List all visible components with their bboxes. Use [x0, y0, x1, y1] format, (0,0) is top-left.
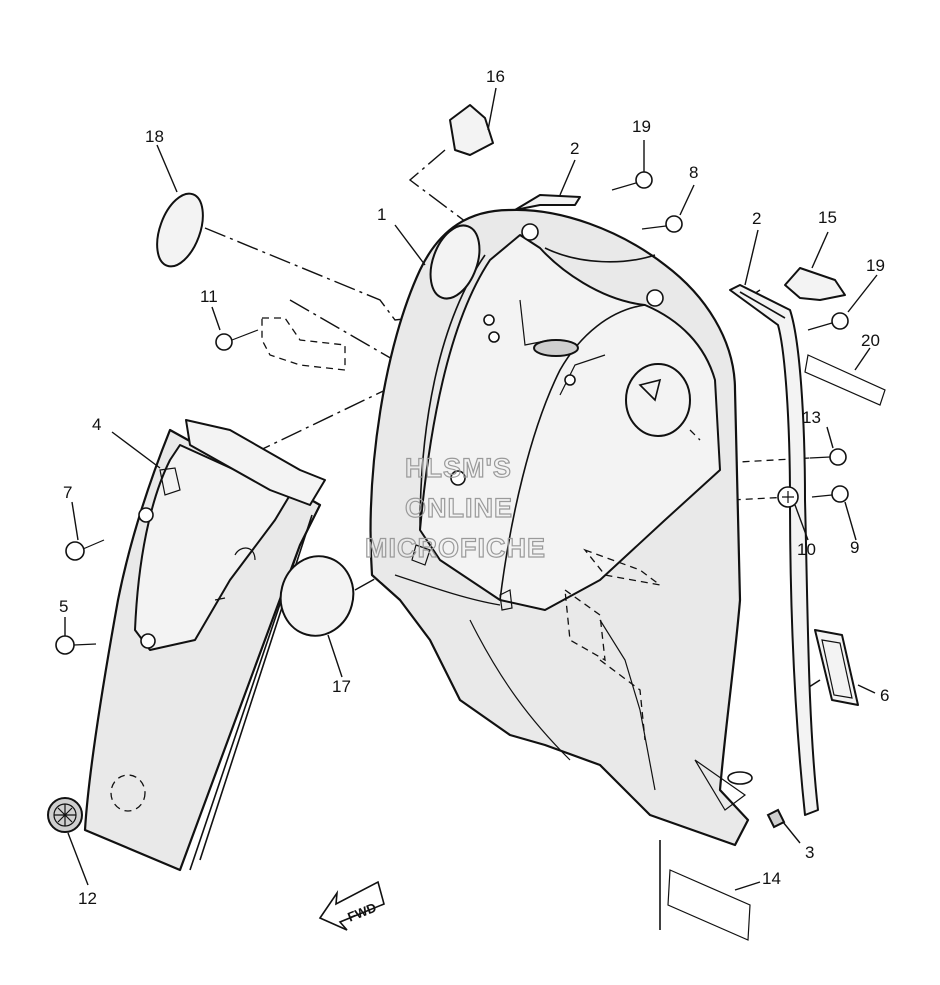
part-2-right-strip [729, 284, 819, 816]
callout-12: 12 [78, 889, 97, 908]
part-14-label [667, 869, 751, 941]
part-20-label [804, 354, 886, 406]
callout-1: 1 [377, 205, 386, 224]
fasteners [55, 171, 849, 829]
callout-15: 15 [818, 208, 837, 227]
callout-8: 8 [689, 163, 698, 182]
part-5-bolt [55, 635, 97, 655]
callout-6: 6 [880, 686, 889, 705]
part-11-screw [215, 329, 259, 351]
part-6-reflector [814, 629, 859, 706]
callout-18: 18 [145, 127, 164, 146]
part-16-clip [449, 104, 494, 156]
callout-13: 13 [802, 408, 821, 427]
callout-11: 11 [200, 287, 218, 306]
part-15-clip [784, 267, 846, 301]
part-8-screw [641, 215, 683, 233]
callout-10: 10 [797, 540, 816, 559]
callout-numbers: 1 2 2 3 4 5 6 7 8 9 10 11 12 13 14 15 16… [59, 67, 889, 908]
callout-16: 16 [486, 67, 505, 86]
fwd-arrow: FWD [318, 880, 385, 931]
callout-5: 5 [59, 597, 68, 616]
callout-9: 9 [850, 538, 859, 557]
part-19-screw-top [611, 171, 653, 191]
part-9-screw [811, 485, 849, 503]
part-1-leg-shield [369, 208, 753, 847]
watermark: HLSM'S ONLINE MICROFICHE [364, 452, 546, 563]
part-4-front-cover [83, 419, 326, 872]
callout-4: 4 [92, 415, 101, 434]
part-13-bolt [809, 448, 847, 466]
callout-14: 14 [762, 869, 781, 888]
callout-3: 3 [805, 843, 814, 862]
part-19-screw-right [807, 312, 849, 331]
part-2-top-strip [514, 194, 581, 211]
callout-19-top: 19 [632, 117, 651, 136]
part-3-clip [766, 808, 786, 829]
callout-2-right: 2 [752, 209, 761, 228]
part-7-screw [65, 539, 105, 561]
callout-2-top: 2 [570, 139, 579, 158]
callout-20: 20 [861, 331, 880, 350]
part-12-emblem [47, 797, 83, 833]
callout-7: 7 [63, 483, 72, 502]
part-10-nut [777, 486, 799, 508]
watermark-line-2: ONLINE [405, 493, 513, 523]
part-11-bracket [261, 317, 346, 371]
watermark-line-1: HLSM'S [405, 453, 512, 483]
part-17-cover [279, 555, 355, 637]
callout-leaders [64, 87, 878, 891]
part-18-cover [156, 192, 204, 268]
callout-17: 17 [332, 677, 351, 696]
watermark-line-3: MICROFICHE [365, 533, 546, 563]
callout-19-right: 19 [866, 256, 885, 275]
